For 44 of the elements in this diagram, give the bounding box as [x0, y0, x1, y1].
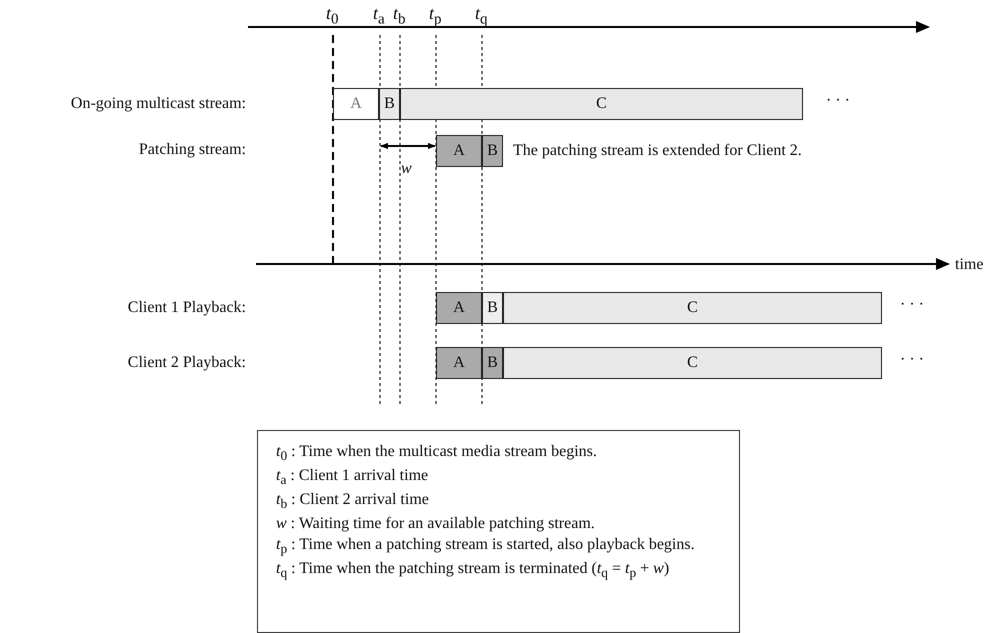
- ellipsis: · · ·: [900, 351, 924, 369]
- segment-block: [379, 88, 400, 120]
- segment-label: A: [453, 300, 465, 316]
- time-marker: t$_{p}$: [429, 4, 442, 28]
- segment-block: [436, 135, 482, 167]
- definition-text: t$_{q}$ : Time when the patching stream is terminated (t$_{q}$ = t$_{p}$ + w): [276, 558, 670, 582]
- row-label: Client 2 Playback:: [128, 354, 246, 372]
- definition-text: t$_{p}$ : Time when a patching stream is started, also playback begins.: [276, 534, 696, 558]
- segment-block: [503, 347, 882, 379]
- definition-text: t$_{b}$ : Client 2 arrival time: [276, 490, 430, 513]
- segment-block: [333, 88, 379, 120]
- definition-text: w : Waiting time for an available patching stream.: [276, 514, 596, 534]
- segment-label: C: [687, 300, 698, 316]
- definition-text: t$_{0}$ : Time when the multicast media stream begins.: [276, 442, 598, 465]
- segment-block: [503, 292, 882, 324]
- time-marker: t$_{0}$: [326, 4, 339, 28]
- axis-label: time: [955, 256, 984, 274]
- segment-label: B: [487, 300, 498, 316]
- legend-panel: [257, 430, 740, 633]
- segment-block: [482, 135, 503, 167]
- segment-block: [482, 347, 503, 379]
- segment-label: A: [453, 355, 465, 371]
- time-marker: t$_{b}$: [393, 4, 406, 28]
- segment-label: C: [596, 96, 607, 112]
- segment-label: A: [350, 96, 362, 112]
- wait-label: w: [401, 160, 412, 178]
- row-label: On-going multicast stream:: [70, 95, 246, 113]
- segment-block: [436, 292, 482, 324]
- row-label: Patching stream:: [138, 141, 246, 159]
- segment-block: [482, 292, 503, 324]
- row-label: Client 1 Playback:: [128, 299, 246, 317]
- note-text: The patching stream is extended for Client 2.: [513, 142, 802, 160]
- segment-block: [436, 347, 482, 379]
- ellipsis: · · ·: [826, 92, 850, 110]
- segment-label: C: [687, 355, 698, 371]
- definition-text: t$_{a}$ : Client 1 arrival time: [276, 466, 430, 489]
- segment-label: B: [487, 355, 498, 371]
- ellipsis: · · ·: [900, 296, 924, 314]
- time-marker: t$_{a}$: [373, 4, 385, 28]
- segment-label: A: [453, 143, 465, 159]
- segment-label: B: [487, 143, 498, 159]
- time-marker: t$_{q}$: [475, 4, 488, 28]
- segment-block: [400, 88, 803, 120]
- segment-label: B: [384, 96, 395, 112]
